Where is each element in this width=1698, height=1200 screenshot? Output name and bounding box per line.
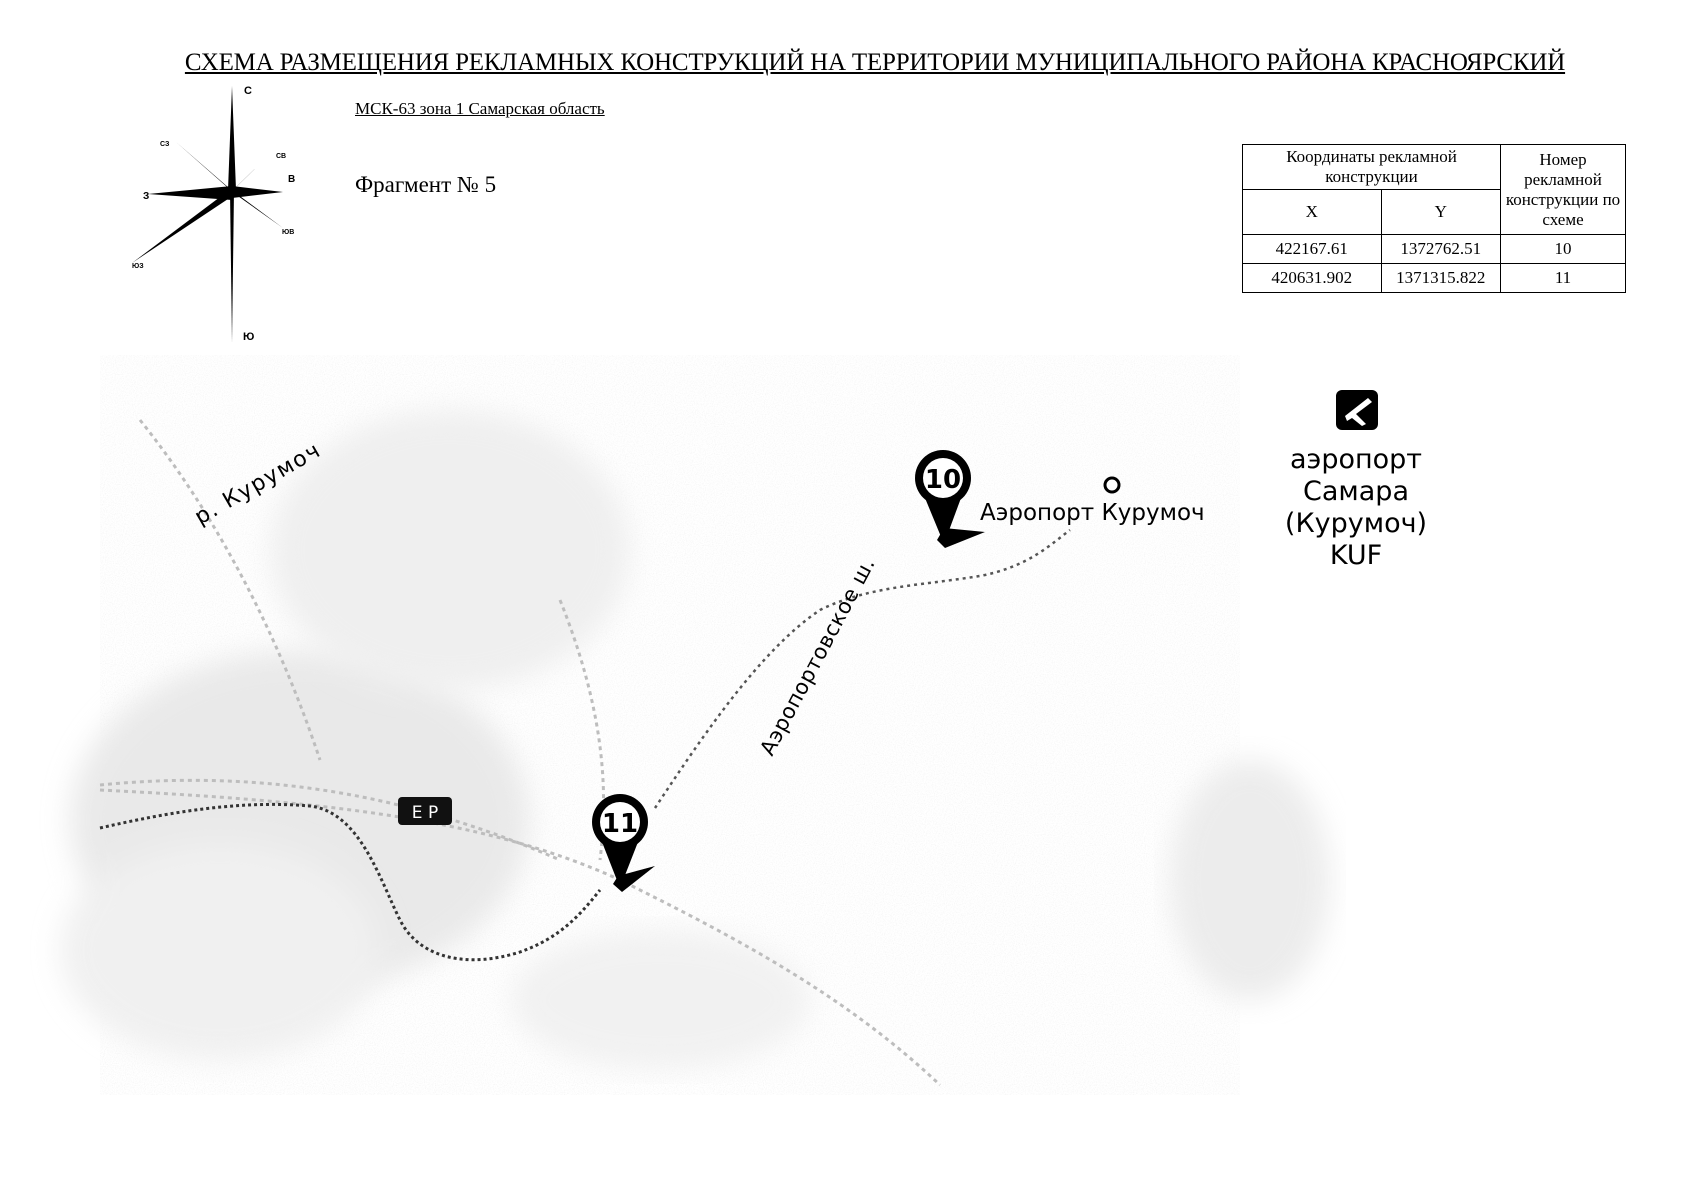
marker-10[interactable]: 10	[915, 450, 985, 548]
coordinate-system-label: МСК-63 зона 1 Самарская область	[355, 99, 605, 118]
airport-label-line3: (Курумоч)	[1285, 508, 1427, 539]
row-x: 420631.902	[1242, 263, 1382, 293]
airport-highway	[653, 529, 1071, 809]
marker-11[interactable]: 11	[592, 794, 655, 892]
marker-10-label: 10	[925, 465, 961, 495]
row-y: 1371315.822	[1380, 263, 1502, 293]
x-header: X	[1242, 189, 1382, 235]
ep-badge: E P	[398, 797, 452, 825]
compass-w: З	[143, 191, 149, 202]
ep-badge-label: E P	[412, 803, 438, 823]
row-x: 422167.61	[1242, 234, 1382, 264]
airport-label-line2: Самара	[1303, 476, 1409, 507]
railway-line	[99, 802, 602, 962]
row-number: 10	[1500, 234, 1626, 264]
airport-label-line1: аэропорт	[1290, 444, 1422, 475]
number-header: Номер рекламной конструкции по схеме	[1500, 144, 1626, 235]
airport-label-line4: KUF	[1330, 540, 1382, 571]
compass-nw: СЗ	[160, 141, 170, 148]
y-header: Y	[1380, 189, 1502, 235]
marker-11-label: 11	[602, 809, 638, 839]
compass-rose-icon: С СВ В ЮВ Ю ЮЗ З СЗ	[132, 85, 295, 343]
fragment-label: Фрагмент № 5	[355, 172, 497, 197]
table-row: 422167.61 1372762.51 10	[1242, 234, 1626, 264]
compass-ne: СВ	[276, 153, 286, 160]
map-area: р. Курумоч Аэропортовское ш. Аэропорт Ку…	[60, 355, 1427, 1095]
row-y: 1372762.51	[1380, 234, 1502, 264]
terrain-background	[60, 355, 1330, 1095]
row-number: 11	[1500, 263, 1626, 293]
compass-sw: ЮЗ	[132, 263, 144, 270]
compass-e: В	[288, 174, 295, 185]
page-title: СХЕМА РАЗМЕЩЕНИЯ РЕКЛАМНЫХ КОНСТРУКЦИЙ Н…	[184, 49, 1566, 76]
coordinates-table: Координаты рекламной конструкции Номер р…	[1242, 144, 1626, 293]
coords-header: Координаты рекламной конструкции	[1242, 144, 1501, 190]
compass-n: С	[244, 85, 252, 97]
airport-icon	[1336, 390, 1378, 430]
compass-s: Ю	[243, 331, 254, 343]
table-row: 420631.902 1371315.822 11	[1242, 263, 1626, 293]
stop-label: Аэропорт Курумоч	[980, 500, 1205, 526]
compass-se: ЮВ	[282, 229, 294, 236]
bus-stop-icon	[1103, 476, 1121, 494]
